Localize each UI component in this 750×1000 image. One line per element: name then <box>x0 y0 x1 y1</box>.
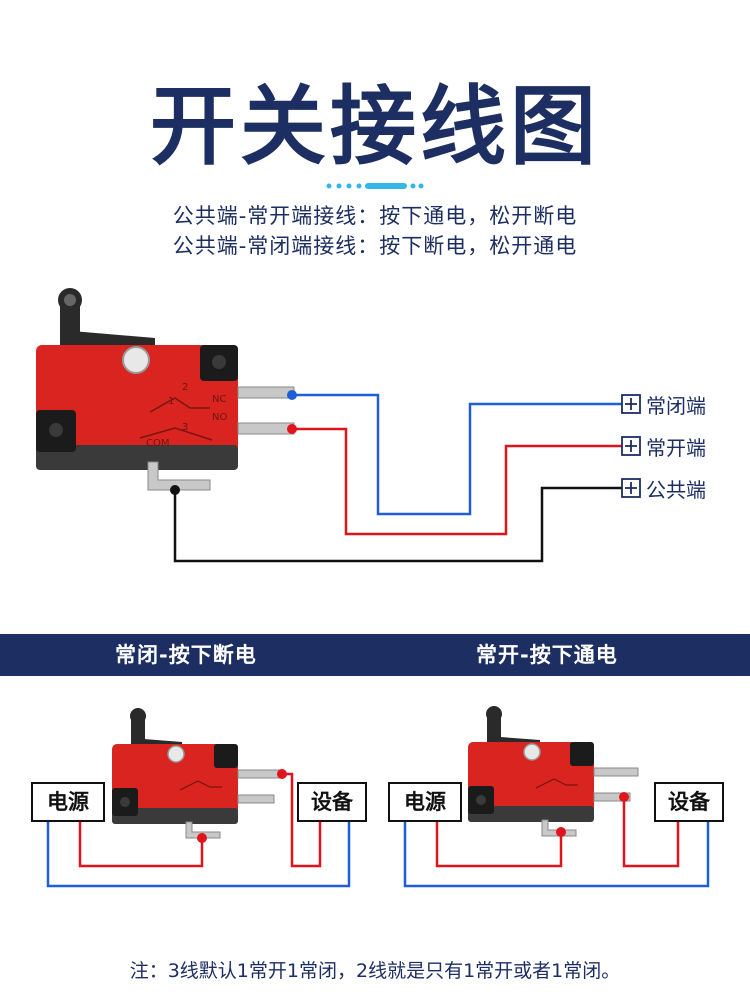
terminal-label-no: 常开端 <box>646 436 706 460</box>
device-box-left: 设备 <box>297 782 367 822</box>
wire-blue-nc <box>292 393 622 516</box>
no-label: NO <box>212 412 227 423</box>
nc-label: NC <box>212 394 226 405</box>
section-heading-no: 常开-按下通电 <box>476 643 618 667</box>
wire-left-red-source <box>78 820 204 868</box>
wire-right-red-source <box>435 820 563 868</box>
subtitle-normally-open: 公共端-常开端接线：按下通电，松开断电 <box>172 204 578 228</box>
wire-left-red-device <box>280 772 322 868</box>
com-dot <box>170 485 180 495</box>
wire-right-red-device <box>622 797 680 868</box>
terminal-label-com: 公共端 <box>646 478 706 502</box>
pin-label-3: 3 <box>182 422 188 433</box>
wire-left-blue <box>46 820 351 888</box>
terminal-box-no-icon <box>621 436 641 456</box>
section-heading-nc: 常闭-按下断电 <box>115 643 257 667</box>
terminal-box-com-icon <box>621 478 641 498</box>
no-dot <box>287 424 297 434</box>
wire-right-blue <box>403 820 710 888</box>
pin-label-1: 1 <box>168 396 174 407</box>
terminal-label-nc: 常闭端 <box>646 394 706 418</box>
device-box-right: 设备 <box>654 782 724 822</box>
wire-red-no <box>292 427 622 536</box>
section-heading-band: 常闭-按下断电 常开-按下通电 <box>0 634 750 676</box>
title-dots-divider <box>326 183 424 189</box>
large-switch <box>36 288 295 491</box>
nc-dot <box>287 390 297 400</box>
footnote: 注：3线默认1常开1常闭，2线就是只有1常开或者1常闭。 <box>129 960 621 982</box>
power-source-box-right: 电源 <box>388 782 462 822</box>
small-switch-right <box>468 706 639 837</box>
pin-label-2: 2 <box>182 382 188 393</box>
power-source-box-left: 电源 <box>31 782 105 822</box>
small-switch-left <box>112 708 283 839</box>
subtitle-normally-closed: 公共端-常闭端接线：按下断电，松开通电 <box>172 234 578 258</box>
page-title: 开关接线图 <box>150 77 600 177</box>
terminal-box-nc-icon <box>621 394 641 414</box>
com-label: COM <box>146 438 169 449</box>
wire-black-com <box>173 486 622 563</box>
